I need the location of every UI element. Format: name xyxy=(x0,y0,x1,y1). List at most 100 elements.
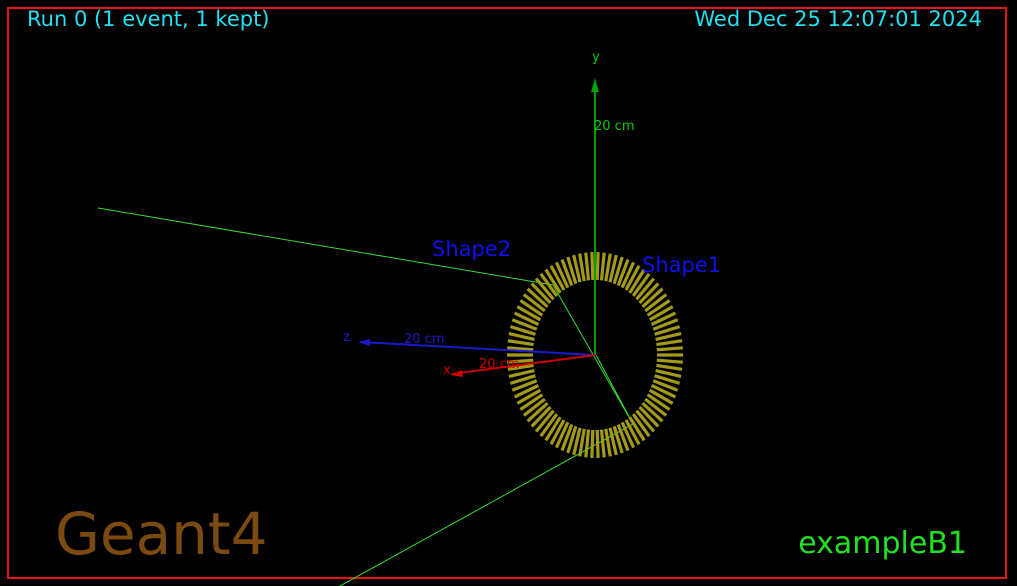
ring-segment xyxy=(516,305,542,322)
ring-segment xyxy=(644,397,668,417)
ring-segment xyxy=(544,416,562,442)
geant4-logo: Geant4 xyxy=(55,500,268,568)
ring-segment xyxy=(616,258,630,287)
ring-segment xyxy=(549,265,566,291)
viewport-frame xyxy=(7,7,1007,579)
ring-segment xyxy=(507,363,534,371)
ring-segment xyxy=(566,425,578,454)
ring-segment xyxy=(508,369,535,378)
shape2-label: Shape2 xyxy=(432,237,512,261)
ring-segment xyxy=(599,429,606,458)
ring-segment xyxy=(612,425,624,454)
ring-segment xyxy=(646,299,671,317)
axes xyxy=(358,78,599,377)
ring-segment xyxy=(646,393,671,411)
ring-segment xyxy=(599,252,606,281)
ring-segment xyxy=(648,388,674,405)
ring-segment xyxy=(572,254,582,283)
trajectory-outgoing xyxy=(339,423,634,586)
example-name: exampleB1 xyxy=(798,526,967,561)
ring-segment xyxy=(554,421,570,449)
ring-segment xyxy=(608,427,618,456)
ring-segment xyxy=(655,369,682,378)
trajectories xyxy=(97,207,634,586)
z-axis-length-label: 20 cm xyxy=(404,332,445,347)
ring-segment xyxy=(534,277,555,301)
ring-segment xyxy=(522,293,546,313)
ring-segment xyxy=(656,339,683,347)
x-axis-arrow xyxy=(450,370,463,377)
ring-segment xyxy=(650,311,677,326)
ring-segment xyxy=(635,409,656,433)
ring-segment xyxy=(620,421,636,449)
ring-segment xyxy=(578,253,586,282)
ring-segment xyxy=(511,379,538,392)
ring-segment xyxy=(509,374,536,385)
ring-segment xyxy=(578,428,586,457)
ring-segment xyxy=(549,419,566,445)
ring-segment xyxy=(656,358,683,364)
y-axis-label: y xyxy=(592,50,600,65)
ring-segment xyxy=(560,423,574,452)
ring-segment xyxy=(522,397,546,417)
ring-segment xyxy=(584,429,591,458)
z-axis-line xyxy=(359,341,596,356)
ring-segment xyxy=(644,293,668,313)
ring-segment xyxy=(584,252,591,281)
ring-segment xyxy=(560,258,574,287)
shape1-ring xyxy=(507,252,683,458)
ring-segment xyxy=(612,256,624,285)
z-axis-label: z xyxy=(343,330,350,345)
ring-segment xyxy=(641,402,664,423)
ring-segment xyxy=(590,429,595,458)
ring-segment xyxy=(638,405,660,428)
x-axis-length-label: 20 cm xyxy=(479,357,520,372)
ring-segment xyxy=(604,428,612,457)
ring-segment xyxy=(628,268,646,294)
ring-segment xyxy=(526,287,549,308)
ring-segment xyxy=(654,374,681,385)
ring-segment xyxy=(624,265,641,291)
ring-segment xyxy=(534,409,555,433)
ring-segment xyxy=(608,254,618,283)
ring-segment xyxy=(648,305,674,322)
ring-segment xyxy=(516,388,542,405)
y-axis-length-label: 20 cm xyxy=(594,119,635,134)
x-axis-label: x xyxy=(443,363,451,378)
ring-segment xyxy=(631,413,651,438)
ring-segment xyxy=(513,311,540,326)
ring-segment xyxy=(628,416,646,442)
y-axis-arrow xyxy=(591,78,599,92)
ring-segment xyxy=(530,405,552,428)
ring-segment xyxy=(554,261,570,289)
ring-segment xyxy=(655,332,682,341)
ring-segment xyxy=(652,318,679,331)
ring-segment xyxy=(507,346,534,352)
ring-segment xyxy=(572,427,582,456)
ring-segment xyxy=(656,363,683,371)
trajectory-center xyxy=(595,354,634,425)
ring-segment xyxy=(652,379,679,392)
ring-segment xyxy=(511,318,538,331)
ring-segment xyxy=(544,268,562,294)
date-time: Wed Dec 25 12:07:01 2024 xyxy=(694,7,982,31)
ring-segment xyxy=(590,252,595,281)
ring-segment xyxy=(508,332,535,341)
ring-segment xyxy=(641,287,664,308)
trajectory-incoming xyxy=(97,207,554,286)
ring-segment xyxy=(631,272,651,297)
x-axis-line xyxy=(451,354,596,375)
ring-segment xyxy=(519,299,544,317)
ring-segment xyxy=(620,261,636,289)
ring-segment xyxy=(539,413,559,438)
ring-segment xyxy=(654,325,681,336)
ring-segment xyxy=(507,339,534,347)
ring-segment xyxy=(509,325,536,336)
ring-segment xyxy=(656,346,683,352)
ring-segment xyxy=(624,419,641,445)
ring-segment xyxy=(638,282,660,305)
ring-segment xyxy=(526,402,549,423)
ring-segment xyxy=(604,253,612,282)
